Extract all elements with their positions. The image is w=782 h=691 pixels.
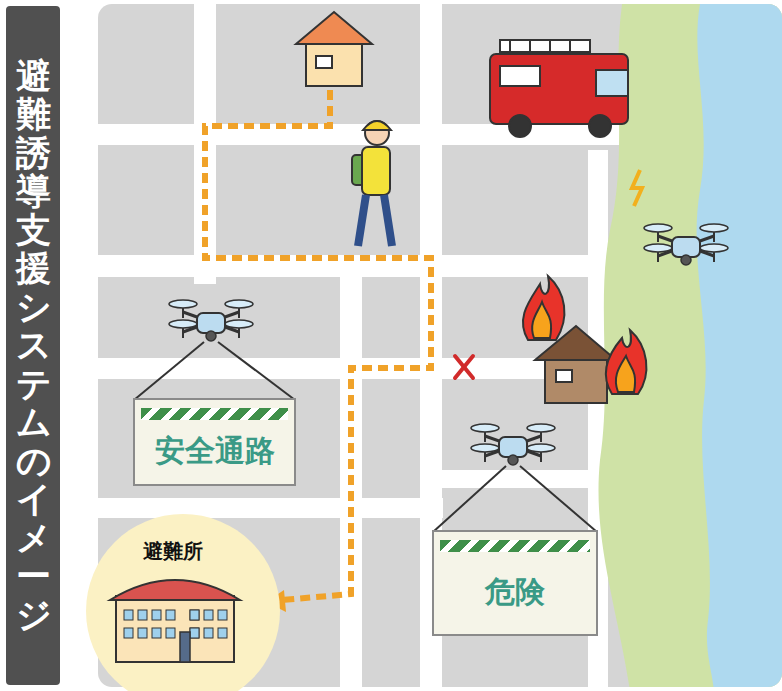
blocked-mark	[455, 356, 473, 378]
burning-house-icon	[523, 276, 646, 403]
title-text: 避難誘導支援システムのイメージ	[16, 57, 51, 635]
hazard-stripe	[440, 540, 590, 552]
banner-label: 安全通路	[155, 431, 275, 472]
drone-icon	[471, 424, 555, 465]
shelter-label: 避難所	[143, 538, 203, 565]
signal-bolt	[632, 170, 642, 206]
house-icon	[296, 12, 372, 86]
drone-icon	[644, 224, 728, 265]
danger-banner: 危険	[432, 530, 598, 636]
person-icon	[352, 121, 392, 246]
roads	[98, 4, 628, 687]
river	[697, 4, 782, 687]
safe-route-banner: 安全通路	[133, 398, 296, 486]
fire-truck-icon	[490, 40, 628, 137]
drone-icon	[169, 300, 253, 341]
banner-wires	[134, 342, 597, 532]
map-ground	[98, 4, 782, 687]
hazard-stripe	[141, 408, 288, 420]
shelter-area: 避難所	[86, 514, 280, 691]
evacuation-route	[205, 90, 431, 600]
banner-label: 危険	[485, 572, 545, 613]
